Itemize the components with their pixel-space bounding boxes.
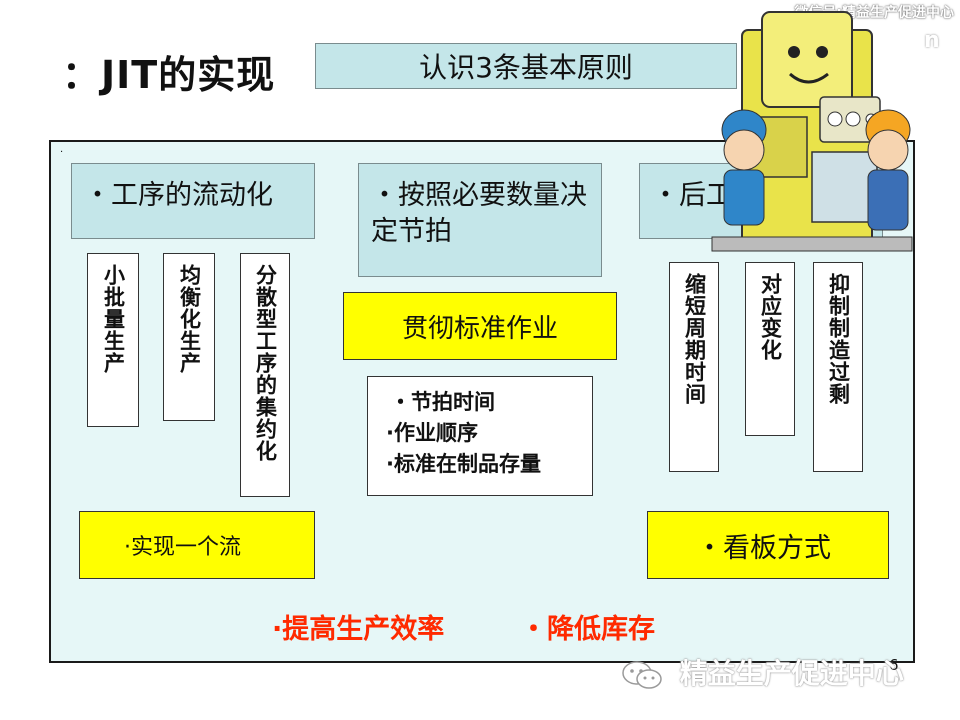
kanban-label: ・看板方式 (696, 526, 831, 565)
principle-takt: ・按照必要数量决定节拍 (358, 163, 602, 277)
element-work-sequence: ·作业顺序 (386, 418, 592, 449)
one-piece-flow-box: ·实现一个流 (79, 511, 315, 579)
right-item-change-response-label: 对应变化 (760, 273, 781, 361)
standard-work-elements: ・节拍时间 ·作业顺序 ·标准在制品存量 (367, 376, 593, 496)
left-item-consolidation: 分散型工序的集约化 (240, 253, 290, 497)
element-takt-time: ・节拍时间 (386, 387, 592, 418)
watermark-bottom-text: 精益生产促进中心 (680, 657, 904, 690)
result-productivity: ·提高生产效率 (272, 607, 444, 646)
standard-work-box: 贯彻标准作业 (343, 292, 617, 360)
standard-work-label: 贯彻标准作业 (402, 308, 558, 345)
left-item-small-batch: 小批量生产 (87, 253, 139, 427)
left-item-leveling-label: 均衡化生产 (179, 264, 200, 374)
principle-flow-label: ・工序的流动化 (84, 180, 273, 211)
page-title: ：JIT的实现 (62, 44, 275, 99)
right-item-cycle-time: 缩短周期时间 (669, 262, 719, 472)
right-item-change-response: 对应变化 (745, 262, 795, 436)
element-wip-stock: ·标准在制品存量 (386, 449, 592, 480)
robot-worker-illustration (702, 2, 924, 257)
kanban-box: ・看板方式 (647, 511, 889, 579)
left-item-consolidation-label: 分散型工序的集约化 (255, 264, 276, 462)
watermark-bottom: 精益生产促进中心 (620, 652, 904, 692)
left-item-small-batch-label: 小批量生产 (103, 264, 124, 374)
panel-dot: · (60, 147, 63, 158)
one-piece-flow-label: ·实现一个流 (124, 529, 241, 561)
left-item-leveling: 均衡化生产 (163, 253, 215, 421)
principles-banner: 认识3条基本原则 (315, 43, 737, 89)
right-item-overproduction-label: 抑制制造过剩 (828, 273, 849, 405)
banner-text: 认识3条基本原则 (419, 46, 633, 86)
principle-takt-label: ・按照必要数量决定节拍 (371, 180, 587, 247)
result-inventory: ・降低库存 (520, 607, 655, 646)
right-item-overproduction: 抑制制造过剩 (813, 262, 863, 472)
right-item-cycle-time-label: 缩短周期时间 (684, 273, 705, 405)
wechat-icon (620, 660, 664, 690)
principle-flow: ・工序的流动化 (71, 163, 315, 239)
watermark-glyph: n (924, 28, 940, 53)
